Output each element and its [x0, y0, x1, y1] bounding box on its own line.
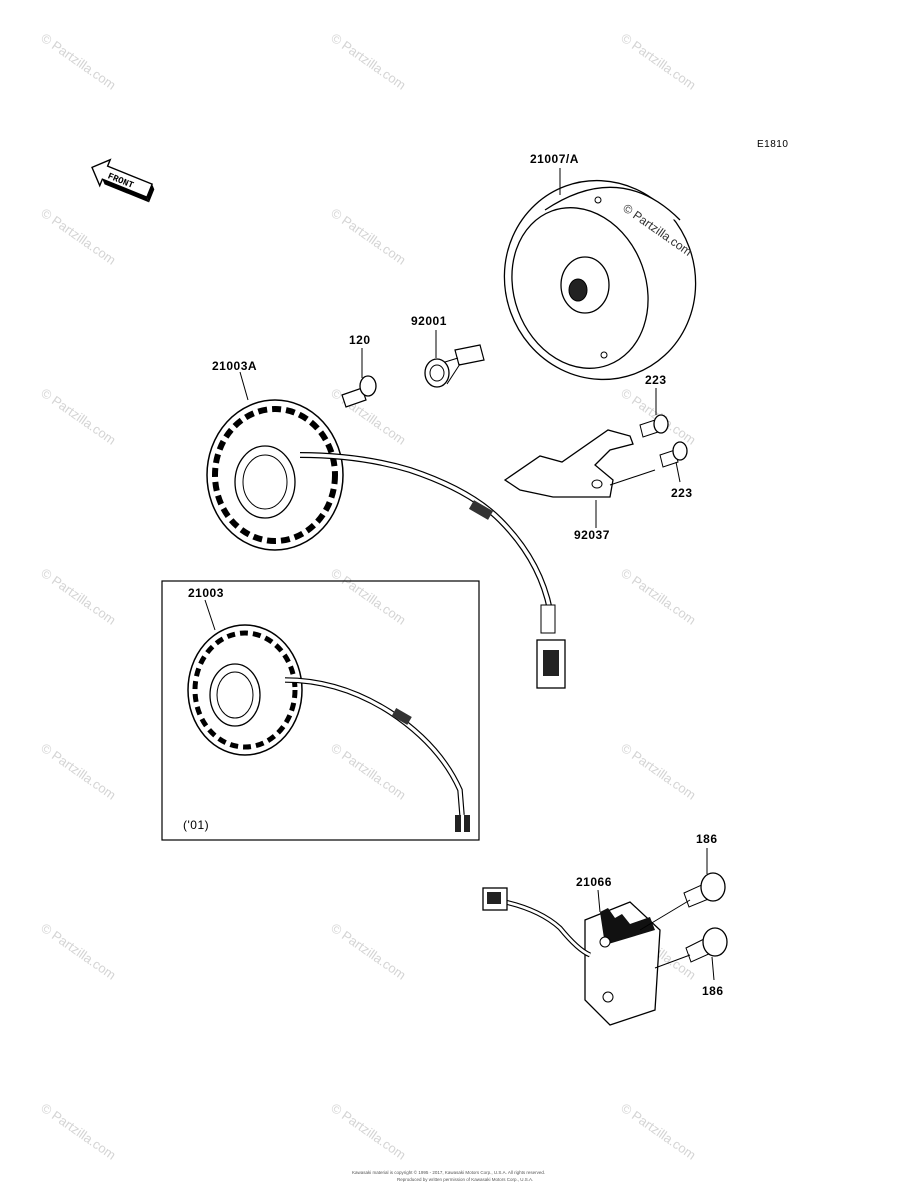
inset-note: ('01)	[183, 818, 209, 832]
watermark: © Partzilla.com	[328, 30, 408, 93]
watermark: © Partzilla.com	[328, 205, 408, 268]
label-21003a: 21003A	[212, 359, 257, 373]
label-186-upper: 186	[696, 832, 718, 846]
bolt-186-lower	[685, 927, 728, 963]
label-223-upper: 223	[645, 373, 667, 387]
screw-223-lower	[659, 441, 688, 468]
watermark: © Partzilla.com	[618, 740, 698, 803]
watermark: © Partzilla.com	[38, 30, 118, 93]
watermark: © Partzilla.com	[328, 920, 408, 983]
regulator-harness	[482, 887, 592, 958]
screw-223-upper	[639, 414, 669, 438]
label-21007a: 21007/A	[530, 152, 579, 166]
watermark: © Partzilla.com	[38, 565, 118, 628]
label-92037: 92037	[574, 528, 610, 542]
label-92001: 92001	[411, 314, 447, 328]
watermark: © Partzilla.com	[38, 385, 118, 448]
watermark: © Partzilla.com	[38, 205, 118, 268]
stator-harness-inset	[284, 677, 470, 832]
watermark: © Partzilla.com	[618, 30, 698, 93]
lead-bracket-92037	[503, 429, 634, 498]
watermark: © Partzilla.com	[328, 740, 408, 803]
stator-harness-main	[299, 452, 566, 689]
watermark: © Partzilla.com	[38, 740, 118, 803]
bolt-186-upper	[683, 872, 726, 908]
label-223-lower: 223	[671, 486, 693, 500]
watermark: © Partzilla.com	[618, 1100, 698, 1163]
front-arrow-icon: FRONT	[91, 158, 155, 203]
regulator-rectifier-21066	[584, 901, 661, 1026]
diagram-code: E1810	[757, 139, 788, 150]
copyright-line-1: Kawasaki material is copyright © 1995 - …	[352, 1169, 545, 1175]
watermark: © Partzilla.com	[328, 1100, 408, 1163]
label-21066: 21066	[576, 875, 612, 889]
copyright-line-2: Reproduced by written permission of Kawa…	[397, 1177, 533, 1182]
flywheel-rotor	[503, 179, 697, 381]
watermark: © Partzilla.com	[38, 1100, 118, 1163]
inset-frame	[161, 580, 480, 841]
stator-coil-inset	[187, 624, 303, 756]
label-120: 120	[349, 333, 371, 347]
label-21003: 21003	[188, 586, 224, 600]
stator-coil-main	[206, 399, 344, 551]
watermark: © Partzilla.com	[38, 920, 118, 983]
watermark: © Partzilla.com	[618, 565, 698, 628]
watermark: © Partzilla.com	[328, 565, 408, 628]
label-186-lower: 186	[702, 984, 724, 998]
socket-bolt-120	[341, 375, 377, 408]
flange-bolt-92001	[424, 344, 485, 388]
